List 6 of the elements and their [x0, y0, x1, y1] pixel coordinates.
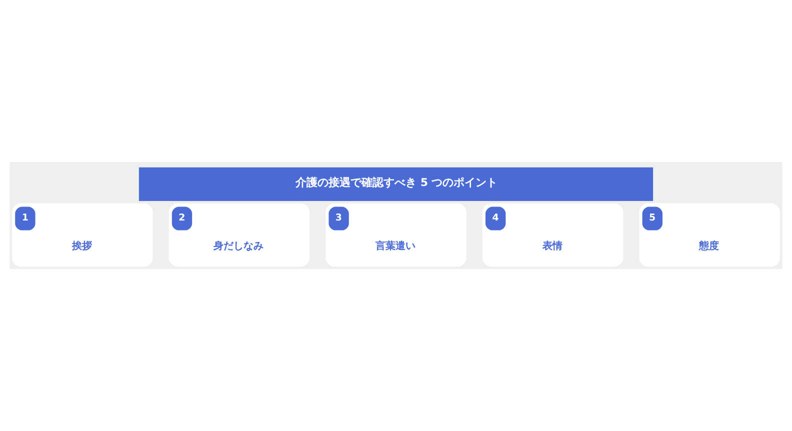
- node-box: 1 挨拶: [12, 203, 153, 267]
- diagram-title: 介護の接遇で確認すべき 5 つのポイント: [296, 176, 498, 190]
- node-box: 4 表情: [482, 203, 624, 267]
- node-box: 2 身だしなみ: [168, 203, 310, 267]
- node-box: 5 態度: [639, 203, 780, 267]
- node-box: 3 言葉遣い: [326, 203, 466, 267]
